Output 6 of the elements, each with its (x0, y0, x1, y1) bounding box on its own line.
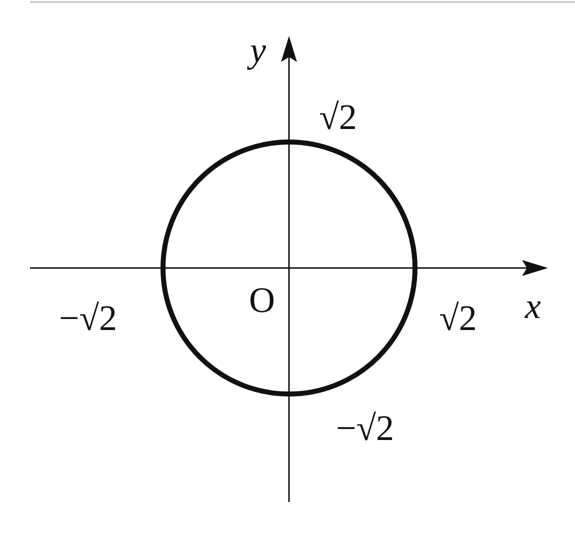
tick-label: √2 (319, 99, 357, 135)
tick-label: −√2 (58, 300, 118, 336)
tick-label: −√2 (336, 410, 394, 446)
axis-label: x (525, 288, 541, 324)
origin-label: O (249, 282, 275, 318)
tick-label: √2 (439, 300, 477, 336)
